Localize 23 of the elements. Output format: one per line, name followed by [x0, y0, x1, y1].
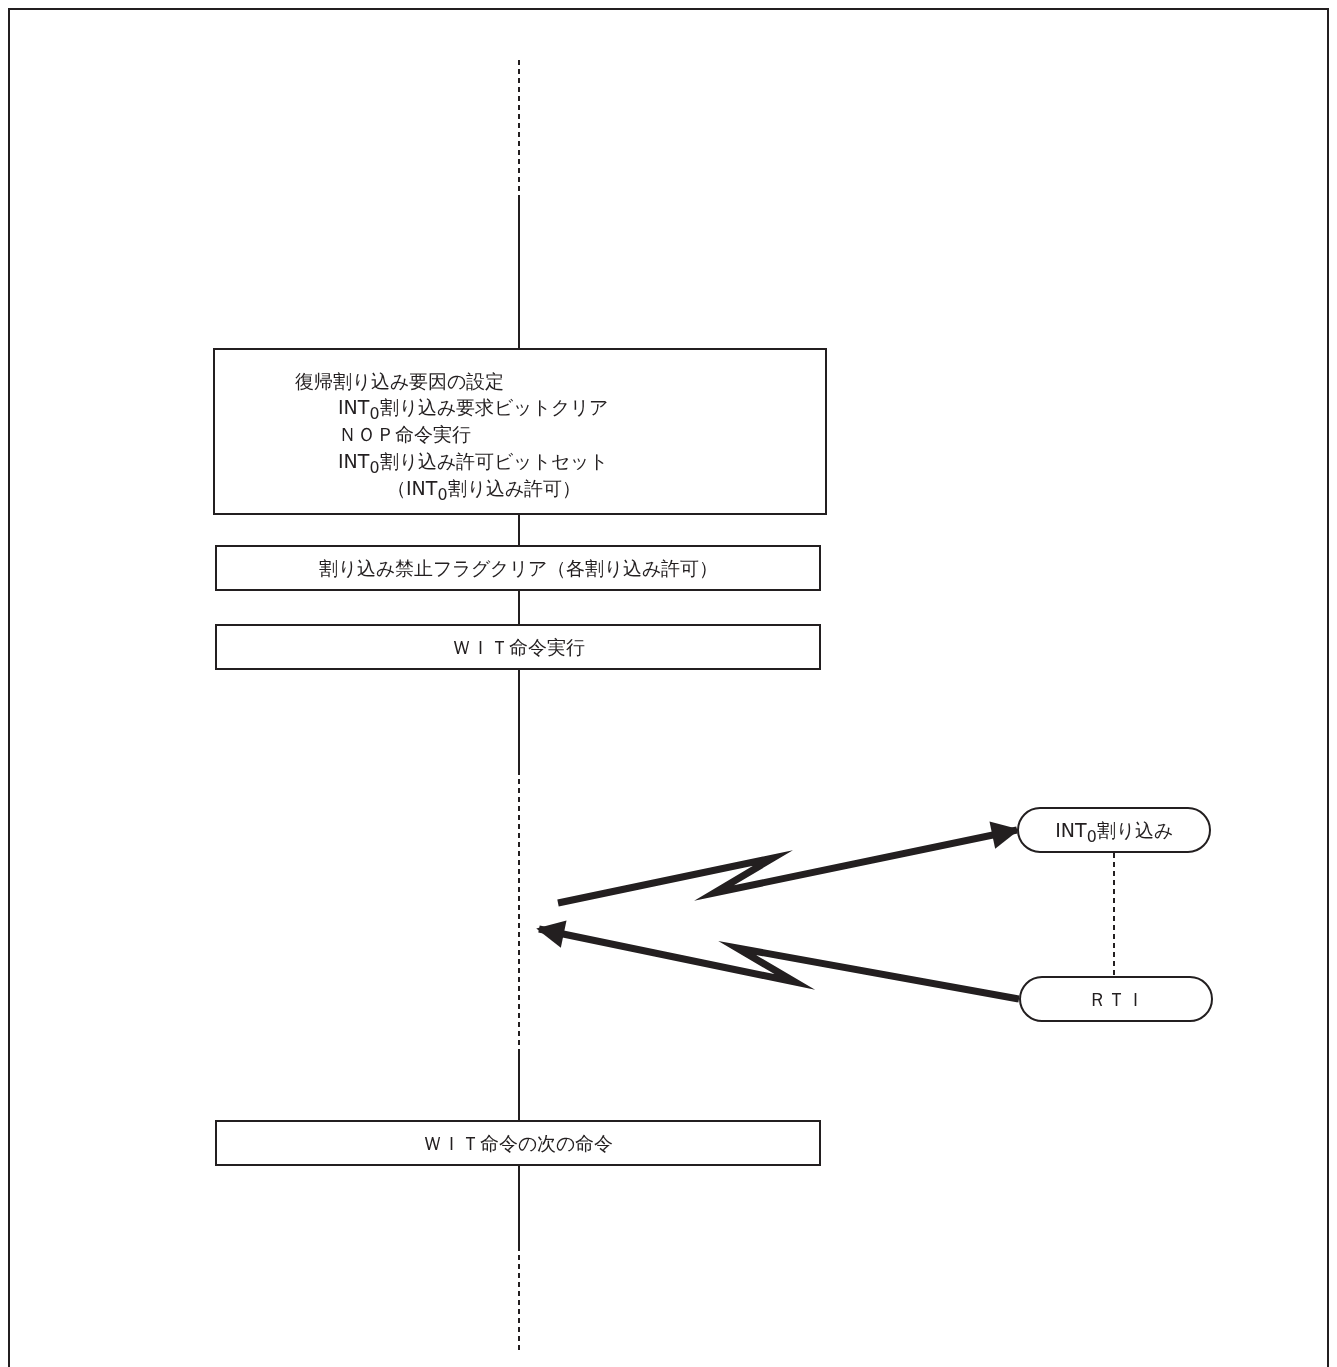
step-text: INT$_{0}$割り込み許可ビットセット: [338, 449, 608, 479]
dashed-line: [518, 59, 520, 349]
dashed-line: [1113, 852, 1115, 977]
dashed-line: [518, 1165, 520, 1353]
step-text: 復帰割り込み要因の設定: [295, 369, 504, 394]
dashed-line: [518, 669, 520, 1121]
process-box: [215, 545, 821, 591]
step-text: ＮＯＰ命令実行: [338, 422, 471, 447]
step-text: （INT$_{0}$割り込み許可）: [387, 476, 581, 506]
step-text: INT$_{0}$割り込み要求ビットクリア: [338, 395, 608, 425]
terminal-box: [1019, 976, 1213, 1022]
step-text: ＲＴＩ: [1086, 987, 1146, 1012]
step-text: ＷＩＴ命令の次の命令: [422, 1131, 614, 1156]
step-text: 割り込み禁止フラグクリア（各割り込み許可）: [317, 556, 719, 581]
connector-line: [518, 590, 520, 625]
zigzag-arrow: [536, 920, 1020, 1003]
process-box: [215, 1120, 821, 1166]
process-box: [215, 624, 821, 670]
terminal-box: [1017, 807, 1211, 853]
connector-line: [518, 514, 520, 546]
step-text: ＷＩＴ命令実行: [450, 635, 586, 660]
process-box: [213, 348, 827, 515]
step-text: INT$_{0}$割り込み: [1054, 818, 1174, 848]
